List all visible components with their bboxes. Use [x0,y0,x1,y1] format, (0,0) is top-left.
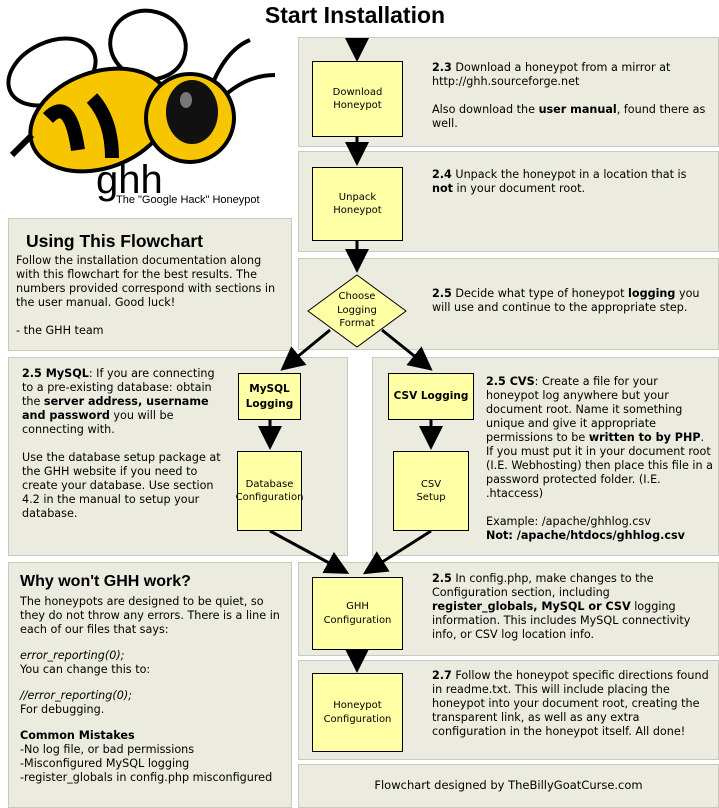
why-heading: Why won't GHH work? [20,573,191,590]
unpack-text: 2.4 Unpack the honeypot in a location th… [432,168,687,195]
database-config-box: Database Configuration [236,451,303,531]
csv-setup-box: CSV Setup [393,451,469,531]
mysql-logging-box: MySQL Logging [238,373,301,420]
ghh-config-box: GHH Configuration [312,577,403,650]
csv-logging-box: CSV Logging [388,373,474,420]
credit-text: Flowchart designed by TheBillyGoatCurse.… [374,778,643,792]
csv-text: 2.5 CVS: Create a file for your honeypot… [486,375,713,542]
honeypot-config-box: Honeypot Configuration [312,673,403,752]
download-text: 2.3 Download a honeypot from a mirror at… [432,61,706,130]
choose-logging-label: Choose Logging Format [337,291,377,329]
choose-text: 2.5 Decide what type of honeypot logging… [432,287,700,314]
unpack-box: Unpack Honeypot [312,167,403,241]
ghh-logo: ghh The "Google Hack" Honeypot [0,0,300,215]
download-box: Download Honeypot [312,61,403,137]
logo-name: ghh [96,158,163,202]
ghhconfig-text: 2.5 In config.php, make changes to the C… [432,572,691,641]
honeypotconfig-text: 2.7 Follow the honeypot specific directi… [432,669,709,738]
bee-icon [6,8,276,174]
logo-subtitle: The "Google Hack" Honeypot [116,194,260,206]
why-text: Why won't GHH work? The honeypots are de… [20,572,288,785]
page-title: Start Installation [264,2,446,28]
using-panel [8,218,292,351]
using-heading: Using This Flowchart [26,231,203,251]
mysql-text: 2.5 MySQL: If you are connecting to a pr… [22,367,221,520]
using-text: Using This Flowchart Follow the installa… [16,230,286,338]
